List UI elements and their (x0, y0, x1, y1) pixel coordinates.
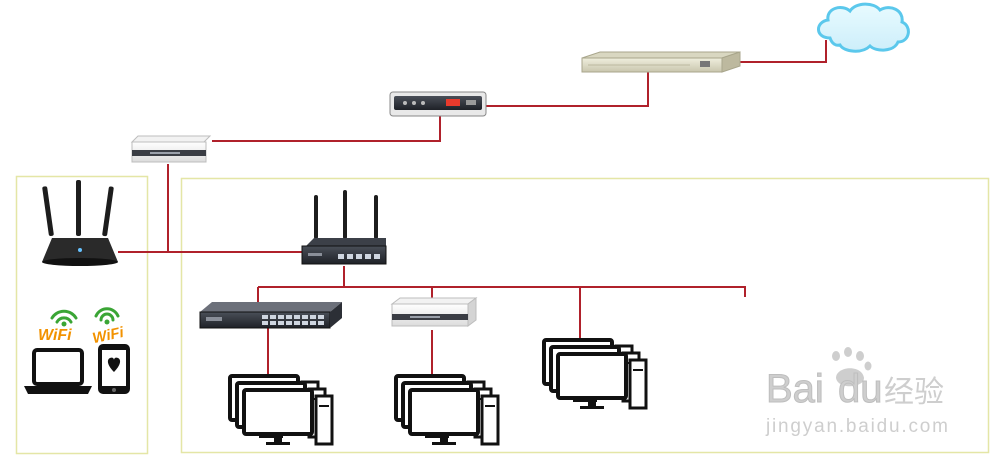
router-icon (301, 190, 387, 265)
desktop-computer-icon (394, 374, 500, 446)
switch-icon (130, 135, 212, 163)
wireless-zone (15, 175, 149, 455)
watermark-brand-bai: Bai (766, 367, 824, 411)
paw-icon (832, 347, 872, 387)
wifi-label: WiFi (91, 324, 126, 347)
wifi-label: WiFi (38, 327, 72, 344)
smartphone-icon (98, 344, 130, 394)
cloud-icon (817, 2, 910, 53)
wifi-signal-icon (94, 307, 120, 322)
desktop-computer-icon (228, 374, 334, 446)
switch-icon (390, 297, 478, 327)
baidu-watermark: Bai du 经验 jingyan.baidu.com (765, 347, 948, 437)
wifi-badge-phone: WiFi (91, 307, 126, 347)
modem-icon (389, 91, 487, 117)
wifi-router-icon (42, 180, 118, 266)
wifi-signal-icon (50, 309, 78, 324)
desktop-computer-icon (542, 338, 648, 410)
rack-switch-icon (199, 302, 342, 329)
wired-zone (180, 177, 990, 454)
link-distribution-bus (258, 286, 746, 297)
watermark-brand-cn: 经验 (884, 376, 944, 409)
rack-server-icon (581, 51, 741, 73)
link-modem-switch (212, 116, 441, 142)
watermark-brand-du: du (838, 367, 883, 411)
wifi-badge-laptop: WiFi (38, 309, 78, 344)
network-links (118, 40, 827, 376)
link-rack-server-modem (486, 72, 649, 107)
watermark-url: jingyan.baidu.com (765, 416, 948, 437)
link-cloud-rack-server (734, 40, 827, 63)
laptop-icon (24, 348, 92, 394)
